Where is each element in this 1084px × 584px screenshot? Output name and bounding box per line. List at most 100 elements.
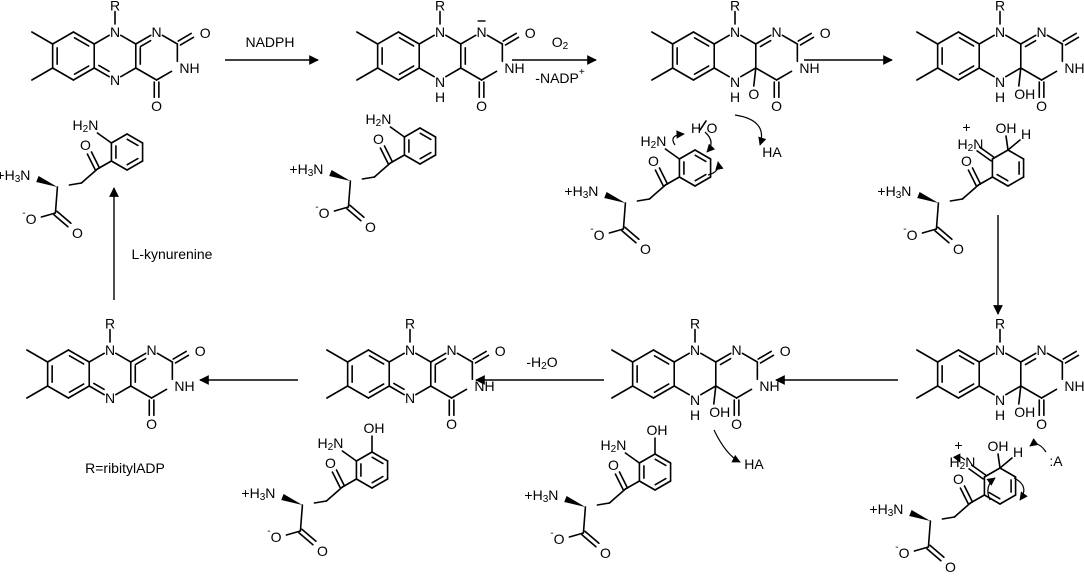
c4-oxygen-label: O: [1036, 98, 1047, 114]
ring-bond-inner: [98, 64, 110, 73]
curved-arrow-pi: [986, 477, 996, 501]
methyl-bond: [26, 385, 49, 399]
ring-bond: [486, 34, 504, 45]
ring-bond: [67, 385, 91, 399]
n3-label: NH: [174, 378, 194, 394]
ketone-bond-b: [654, 169, 665, 187]
aniline-amine-label: H2N: [601, 437, 627, 455]
ring-bond-inner: [398, 37, 415, 47]
ring-bond: [714, 385, 738, 399]
aryl-bond: [678, 149, 696, 160]
n10-label: N: [730, 24, 740, 40]
aniline-amine-label: H2N: [366, 111, 392, 129]
chain-bond: [325, 486, 344, 502]
chain-bond: [373, 162, 392, 178]
ring-bond-inner: [434, 357, 447, 366]
ring-bond: [714, 352, 732, 363]
methyl-bond: [916, 31, 939, 45]
n5-label: N: [690, 392, 700, 408]
ring-bond: [134, 67, 158, 81]
methyl-bond: [356, 67, 379, 81]
chain-bond: [68, 182, 83, 186]
n10-label: N: [405, 342, 415, 358]
aryl-bond-inner: [371, 456, 384, 465]
ring-bond-inner: [368, 355, 385, 365]
ring-bond: [999, 494, 1017, 505]
ring-bond: [129, 352, 147, 363]
ring-bond: [713, 34, 730, 45]
methyl-bond: [916, 67, 939, 81]
chain-bond: [949, 198, 964, 202]
ring-bond: [754, 67, 778, 81]
c2-oxygen-label: O: [195, 343, 206, 359]
ring-bond: [456, 352, 474, 363]
ring-bond: [67, 349, 91, 363]
c4a-oxygen-label: O: [748, 86, 759, 102]
aryl-bond: [694, 149, 712, 160]
ring-bond: [671, 31, 695, 45]
carboxyl-oxygen-label: O: [953, 241, 964, 257]
n10-label: N: [110, 24, 120, 40]
carboxyl-oxygen-label: O: [600, 545, 611, 561]
ring-bond-inner: [996, 173, 1009, 182]
ring-bond: [1005, 385, 1022, 396]
methyl-bond: [31, 31, 54, 45]
curved-arrow-ch: [1013, 477, 1028, 501]
ring-bond: [631, 385, 655, 399]
methyl-bond: [26, 349, 49, 363]
ring-bond-inner: [958, 383, 975, 393]
hydroxyl-label: OH: [988, 438, 1009, 454]
aryl-bond: [126, 133, 144, 144]
ring-bond: [418, 34, 435, 45]
ring-bond-inner: [958, 37, 975, 47]
wedge-bond: [329, 170, 351, 181]
methyl-bond: [31, 67, 54, 81]
n5-h-label: H: [690, 407, 700, 423]
carboxyl-bond-b: [56, 210, 72, 225]
aryl-bond: [419, 127, 437, 138]
c4-oxygen-label: O: [151, 98, 162, 114]
ring-bond: [991, 176, 1009, 187]
chain-bond: [953, 502, 972, 518]
methyl-bond: [326, 349, 349, 363]
aryl-bond: [638, 480, 656, 491]
ketone-bond-b: [86, 153, 97, 171]
aryl-bond-inner: [419, 132, 432, 141]
aryl-bond: [371, 478, 389, 489]
carbonyl-bond-b: [177, 32, 192, 42]
methyl-bond: [916, 385, 939, 399]
ring-bond: [397, 31, 421, 45]
carboxyl-bond-b: [301, 528, 317, 543]
carboxyl-bond-b: [624, 226, 640, 241]
carboxyl-oxygen-label: O: [317, 543, 328, 559]
ketone-oxygen-label: O: [373, 131, 384, 147]
ring-bond: [161, 34, 179, 45]
n5-h-label: H: [995, 407, 1005, 423]
carboxyl-bond-b: [937, 226, 953, 241]
ring-bond-inner: [958, 65, 975, 75]
ring-bond: [1019, 67, 1043, 81]
curved-arrow-base: [1029, 438, 1047, 453]
ketone-bond: [335, 469, 346, 487]
chain-bond: [648, 184, 667, 200]
carboxyl-bond: [926, 547, 942, 562]
ring-h-label: H: [1021, 126, 1031, 142]
aryl-bond-inner: [654, 458, 667, 467]
ring-bond: [120, 34, 137, 45]
ring-bond: [72, 67, 96, 81]
chain-bond: [941, 516, 956, 520]
ammonium-label: +H3N: [869, 501, 903, 519]
ring-bond: [155, 70, 173, 81]
ring-bond-inner: [134, 357, 147, 366]
ring-bond: [459, 67, 483, 81]
aryl-bond: [638, 453, 656, 464]
n3-label: NH: [1064, 60, 1084, 76]
ketone-bond-b: [379, 147, 390, 165]
ring-bond-inner: [68, 383, 85, 393]
n10-label: N: [995, 342, 1005, 358]
